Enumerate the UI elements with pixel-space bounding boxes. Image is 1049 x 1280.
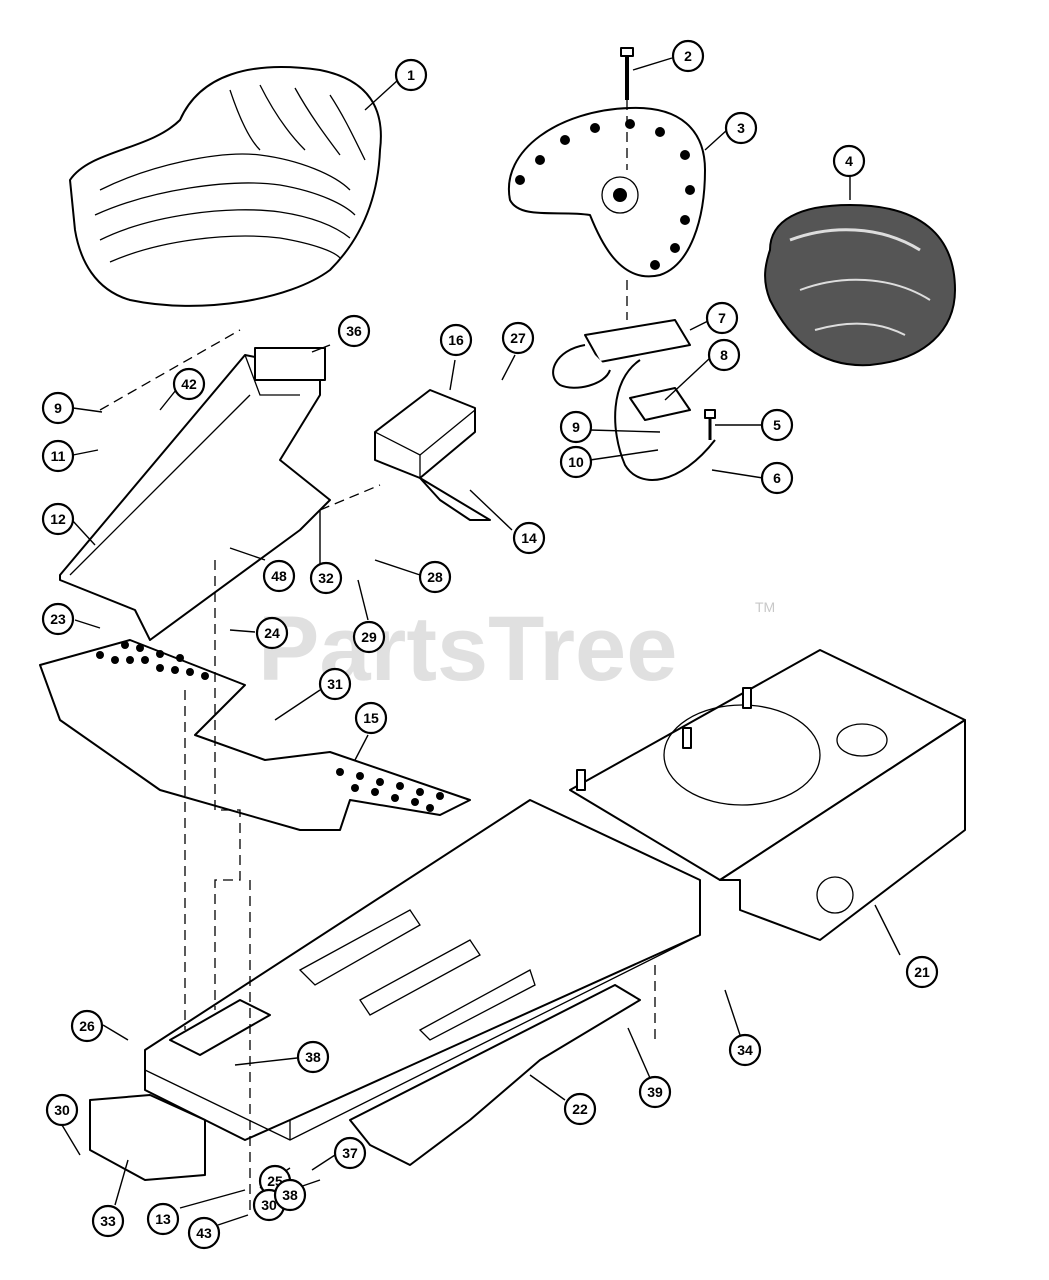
svg-text:16: 16	[448, 332, 464, 348]
part-plate-22	[349, 984, 641, 1166]
callout-38-upper[interactable]: 38	[296, 1040, 330, 1074]
svg-text:32: 32	[318, 570, 334, 586]
svg-text:13: 13	[155, 1211, 171, 1227]
callout-9-seat[interactable]: 9	[559, 410, 593, 444]
callout-14[interactable]: 14	[512, 521, 546, 555]
svg-text:1: 1	[407, 67, 415, 83]
callout-21[interactable]: 21	[905, 955, 939, 989]
callout-13[interactable]: 13	[146, 1202, 180, 1236]
part-bracket-33	[89, 1094, 206, 1181]
svg-text:26: 26	[79, 1018, 95, 1034]
part-bolt-5	[704, 409, 716, 440]
callout-42[interactable]: 42	[172, 367, 206, 401]
part-frame	[144, 799, 701, 1141]
part-plate-8	[629, 387, 691, 421]
callout-1[interactable]: 1	[394, 58, 428, 92]
part-seat-molded	[69, 66, 382, 307]
part-seat-pan	[507, 106, 706, 278]
svg-text:37: 37	[342, 1145, 358, 1161]
svg-text:24: 24	[264, 625, 280, 641]
svg-text:29: 29	[361, 629, 377, 645]
callout-48[interactable]: 48	[262, 559, 296, 593]
svg-text:9: 9	[572, 419, 580, 435]
watermark-trademark: TM	[755, 599, 775, 615]
callout-15[interactable]: 15	[354, 701, 388, 735]
callout-43[interactable]: 43	[187, 1216, 221, 1250]
svg-text:30: 30	[261, 1197, 277, 1213]
callout-32[interactable]: 32	[309, 561, 343, 595]
part-seat-cushion	[764, 203, 957, 367]
svg-text:6: 6	[773, 470, 781, 486]
callout-31[interactable]: 31	[318, 667, 352, 701]
part-bolt-2	[620, 47, 634, 100]
callout-8[interactable]: 8	[707, 338, 741, 372]
svg-text:38: 38	[305, 1049, 321, 1065]
callout-37[interactable]: 37	[333, 1136, 367, 1170]
svg-text:9: 9	[54, 400, 62, 416]
svg-text:33: 33	[100, 1213, 116, 1229]
svg-text:2: 2	[684, 48, 692, 64]
svg-text:3: 3	[737, 120, 745, 136]
svg-text:12: 12	[50, 511, 66, 527]
callout-6[interactable]: 6	[760, 461, 794, 495]
callout-26[interactable]: 26	[70, 1009, 104, 1043]
part-footrest	[39, 639, 471, 831]
callout-22[interactable]: 22	[563, 1092, 597, 1126]
callout-10[interactable]: 10	[559, 445, 593, 479]
svg-text:22: 22	[572, 1101, 588, 1117]
part-seat-support	[59, 347, 331, 641]
svg-text:34: 34	[737, 1042, 753, 1058]
callout-23[interactable]: 23	[41, 602, 75, 636]
callout-9-frame[interactable]: 9	[41, 391, 75, 425]
part-box-16	[374, 389, 491, 521]
svg-text:15: 15	[363, 710, 379, 726]
callout-7[interactable]: 7	[705, 301, 739, 335]
svg-text:14: 14	[521, 530, 537, 546]
svg-text:42: 42	[181, 376, 197, 392]
callout-30-left[interactable]: 30	[45, 1093, 79, 1127]
callout-39[interactable]: 39	[638, 1075, 672, 1109]
callout-16[interactable]: 16	[439, 323, 473, 357]
callout-38-lower[interactable]: 38	[273, 1178, 307, 1212]
callout-34[interactable]: 34	[728, 1033, 762, 1067]
callout-2[interactable]: 2	[671, 39, 705, 73]
svg-text:43: 43	[196, 1225, 212, 1241]
svg-text:5: 5	[773, 417, 781, 433]
callout-12[interactable]: 12	[41, 502, 75, 536]
svg-text:8: 8	[720, 347, 728, 363]
callout-3[interactable]: 3	[724, 111, 758, 145]
svg-text:27: 27	[510, 330, 526, 346]
callout-24[interactable]: 24	[255, 616, 289, 650]
svg-text:10: 10	[568, 454, 584, 470]
svg-text:23: 23	[50, 611, 66, 627]
callout-29[interactable]: 29	[352, 620, 386, 654]
svg-text:31: 31	[327, 676, 343, 692]
svg-text:48: 48	[271, 568, 287, 584]
svg-text:30: 30	[54, 1102, 70, 1118]
callout-4[interactable]: 4	[832, 144, 866, 178]
svg-text:11: 11	[51, 448, 66, 464]
callout-36[interactable]: 36	[337, 314, 371, 348]
part-tank-21	[569, 649, 966, 941]
callout-28[interactable]: 28	[418, 560, 452, 594]
svg-text:7: 7	[718, 310, 726, 326]
svg-text:21: 21	[914, 964, 930, 980]
svg-text:4: 4	[845, 153, 853, 169]
callout-11[interactable]: 11	[41, 439, 75, 473]
svg-text:38: 38	[282, 1187, 298, 1203]
svg-text:28: 28	[427, 569, 443, 585]
callout-5[interactable]: 5	[760, 408, 794, 442]
svg-text:39: 39	[647, 1084, 663, 1100]
part-seat-bracket	[552, 319, 716, 481]
svg-text:36: 36	[346, 323, 362, 339]
callout-33[interactable]: 33	[91, 1204, 125, 1238]
callout-27[interactable]: 27	[501, 321, 535, 355]
